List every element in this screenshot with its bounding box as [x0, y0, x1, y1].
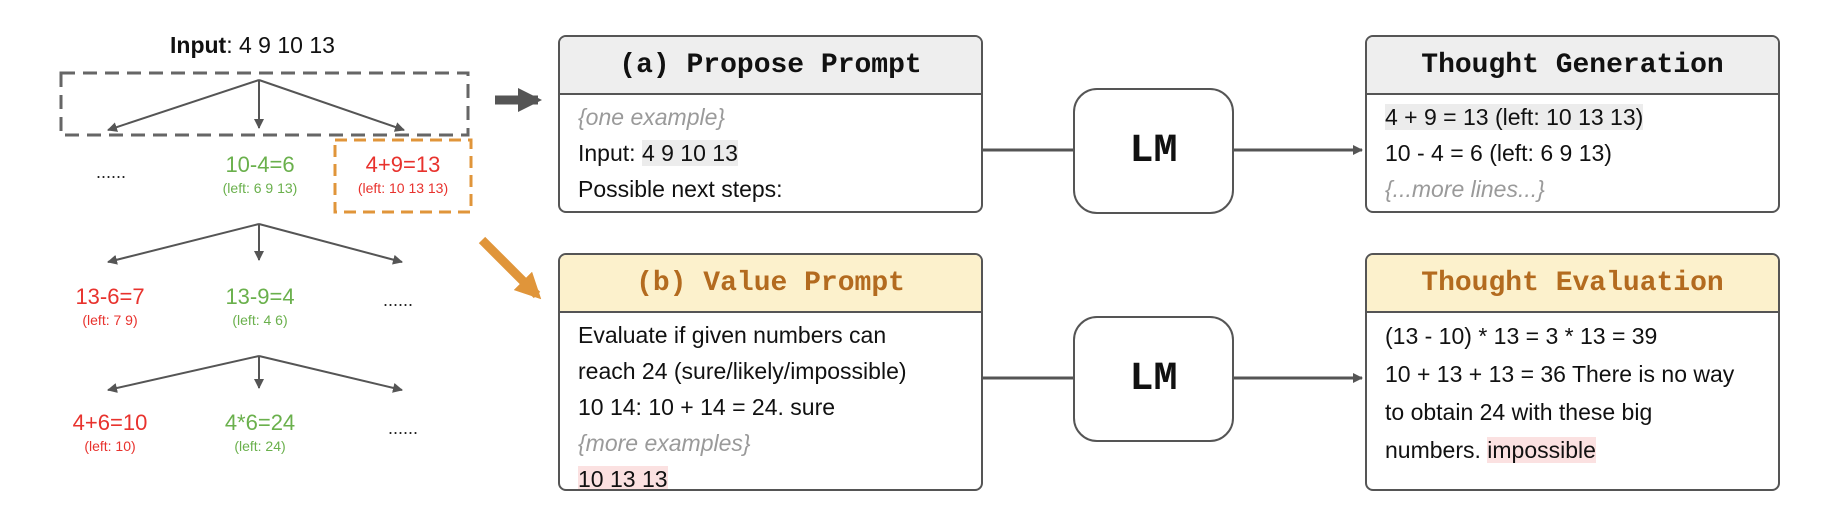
tree-node-l2-b: 13-9=4 (left: 4 6): [200, 284, 320, 328]
node-left: (left: 10 13 13): [357, 180, 449, 196]
value-line-examples: {more examples}: [578, 430, 751, 456]
node-left: (left: 7 9): [82, 312, 138, 328]
node-eq: 13-9=4: [225, 284, 295, 309]
evaluation-verdict: impossible: [1487, 437, 1596, 463]
generation-line-2: 10 - 4 = 6 (left: 6 9 13): [1385, 140, 1612, 166]
tree-input-label: Input: 4 9 10 13: [170, 32, 335, 59]
evaluation-line-4: numbers. impossible: [1385, 431, 1760, 469]
propose-prompt-title: (a) Propose Prompt: [560, 37, 981, 95]
value-prompt-box: (b) Value Prompt Evaluate if given numbe…: [558, 253, 983, 491]
value-line-5-text: 10 13 13: [578, 466, 668, 491]
value-prompt-body: Evaluate if given numbers can reach 24 (…: [560, 313, 981, 491]
tree-node-l2-a: 13-6=7 (left: 7 9): [50, 284, 170, 328]
tree-ellipsis-l3: ......: [388, 418, 419, 438]
value-line-5: 10 13 13: [578, 461, 963, 491]
node-eq: 10-4=6: [225, 152, 295, 177]
evaluation-line-4-a: numbers.: [1385, 437, 1488, 463]
propose-prompt-body: {one example} Input: 4 9 10 13 Possible …: [560, 95, 981, 211]
node-eq: 4*6=24: [224, 410, 296, 435]
propose-line-steps: Possible next steps:: [578, 176, 783, 202]
tree-node-l1-b: 10-4=6 (left: 6 9 13): [200, 152, 320, 196]
tree-node-l1-c: 4+9=13 (left: 10 13 13): [343, 152, 463, 196]
propose-line-input: Input: 4 9 10 13: [578, 135, 963, 171]
node-left: (left: 10): [84, 438, 136, 454]
tree-ellipsis-l1: ......: [96, 162, 127, 182]
node-left: (left: 24): [234, 438, 286, 454]
input-label-bold: Input: [170, 32, 227, 58]
tree-node-l3-a: 4+6=10 (left: 10): [50, 410, 170, 454]
value-line-2: reach 24 (sure/likely/impossible): [578, 358, 907, 384]
thought-evaluation-body: (13 - 10) * 13 = 3 * 13 = 39 10 + 13 + 1…: [1367, 313, 1778, 473]
node-eq: 13-6=7: [75, 284, 145, 309]
selected-dashed-box: [333, 138, 473, 214]
evaluation-line-1: (13 - 10) * 13 = 3 * 13 = 39: [1385, 323, 1658, 349]
value-line-1: Evaluate if given numbers can: [578, 322, 887, 348]
propose-input-label: Input:: [578, 140, 642, 166]
thought-generation-body: 4 + 9 = 13 (left: 10 13 13) 10 - 4 = 6 (…: [1367, 95, 1778, 211]
lm-node-top: LM: [1073, 88, 1234, 214]
node-eq: 4+9=13: [365, 152, 441, 177]
thought-evaluation-box: Thought Evaluation (13 - 10) * 13 = 3 * …: [1365, 253, 1780, 491]
thought-generation-box: Thought Generation 4 + 9 = 13 (left: 10 …: [1365, 35, 1780, 213]
propose-prompt-box: (a) Propose Prompt {one example} Input: …: [558, 35, 983, 213]
tree-ellipsis-l2: ......: [383, 290, 414, 310]
generation-line-1: 4 + 9 = 13 (left: 10 13 13): [1385, 99, 1760, 135]
tree-node-l3-b: 4*6=24 (left: 24): [200, 410, 320, 454]
input-value: : 4 9 10 13: [226, 32, 335, 58]
lm-node-bottom: LM: [1073, 316, 1234, 442]
node-left: (left: 6 9 13): [222, 180, 298, 196]
propose-input-value: 4 9 10 13: [641, 140, 738, 166]
generation-line-more: {...more lines...}: [1385, 176, 1545, 202]
thought-generation-title: Thought Generation: [1367, 37, 1778, 95]
generation-line-1-text: 4 + 9 = 13 (left: 10 13 13): [1385, 104, 1644, 130]
propose-line-example: {one example}: [578, 104, 726, 130]
node-left: (left: 4 6): [232, 312, 288, 328]
node-eq: 4+6=10: [72, 410, 148, 435]
evaluation-line-2: 10 + 13 + 13 = 36 There is no way: [1385, 361, 1735, 387]
root-dashed-box: [59, 71, 470, 137]
value-prompt-title: (b) Value Prompt: [560, 255, 981, 313]
value-line-3: 10 14: 10 + 14 = 24. sure: [578, 394, 836, 420]
evaluation-line-3: to obtain 24 with these big: [1385, 399, 1653, 425]
thought-evaluation-title: Thought Evaluation: [1367, 255, 1778, 313]
